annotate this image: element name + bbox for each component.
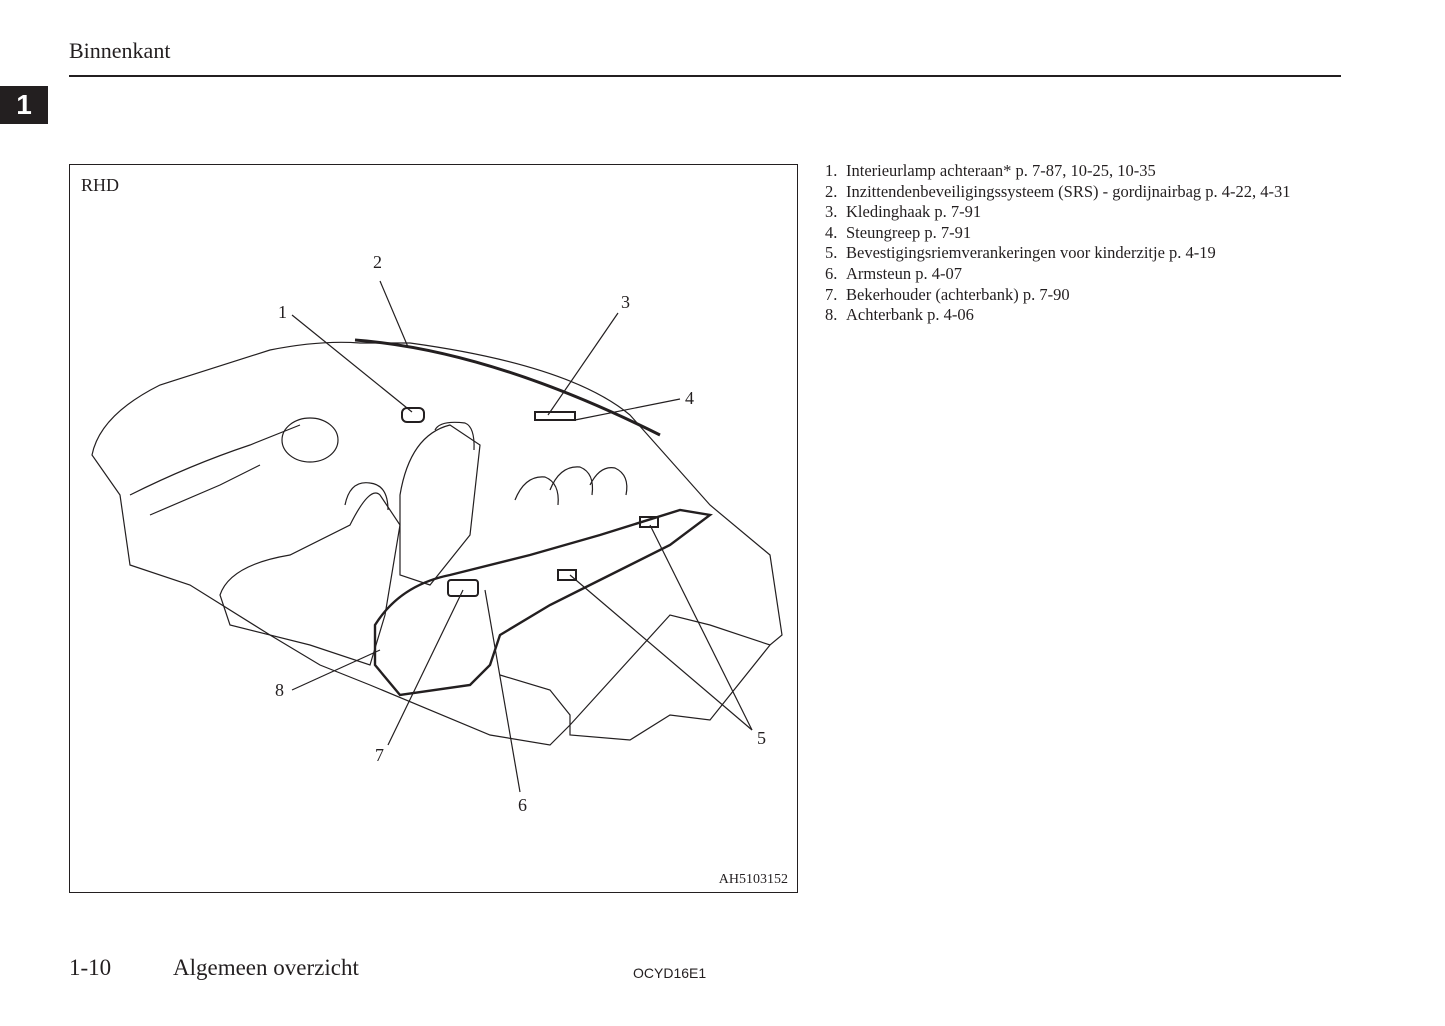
- legend-text: Kledinghaak p. 7-91: [846, 202, 982, 222]
- figure-code: AH5103152: [718, 872, 788, 887]
- chapter-tab: 1: [0, 86, 48, 124]
- page-header-title: Binnenkant: [69, 38, 171, 63]
- legend-number: 3.: [825, 202, 838, 222]
- legend-item: 7. Bekerhouder (achterbank) p. 7-90: [825, 285, 1315, 306]
- legend-text: Bekerhouder (achterbank) p. 7-90: [846, 284, 1070, 304]
- legend-number: 6.: [825, 263, 838, 283]
- legend-number: 8.: [825, 305, 838, 325]
- legend-text: Armsteun p. 4-07: [846, 263, 962, 283]
- interior-diagram: RHD: [69, 164, 798, 893]
- legend-text: Interieurlamp achteraan* p. 7-87, 10-25,…: [846, 161, 1156, 180]
- figure-label: RHD: [81, 175, 120, 195]
- legend-item: 2. Inzittendenbeveiligingssysteem (SRS) -…: [825, 182, 1315, 203]
- legend-text: Inzittendenbeveiligingssysteem (SRS) - g…: [846, 181, 1291, 201]
- legend-list: 1. Interieurlamp achteraan* p. 7-87, 10-2…: [825, 161, 1315, 326]
- callout-5: 5: [757, 728, 766, 748]
- legend-item: 3. Kledinghaak p. 7-91: [825, 202, 1315, 223]
- callout-4: 4: [685, 388, 694, 408]
- callout-3: 3: [621, 292, 630, 312]
- legend-item: 6. Armsteun p. 4-07: [825, 264, 1315, 285]
- legend-number: 5.: [825, 243, 838, 263]
- legend-text: Steungreep p. 7-91: [846, 222, 972, 242]
- page-number: 1-10: [69, 955, 112, 980]
- legend-number: 1.: [825, 161, 838, 180]
- legend-number: 4.: [825, 222, 838, 242]
- legend-text: Bevestigingsriemverankeringen voor kinde…: [846, 243, 1216, 263]
- section-title: Algemeen overzicht: [173, 955, 359, 980]
- legend-item: 8. Achterbank p. 4-06: [825, 305, 1315, 326]
- callout-6: 6: [518, 795, 527, 815]
- callout-2: 2: [373, 252, 382, 272]
- legend-number: 2.: [825, 181, 838, 201]
- legend-item: 4. Steungreep p. 7-91: [825, 223, 1315, 244]
- callout-7: 7: [375, 745, 384, 765]
- legend-text: Achterbank p. 4-06: [846, 305, 974, 325]
- legend-item: 1. Interieurlamp achteraan* p. 7-87, 10-2…: [825, 161, 1315, 182]
- callout-8: 8: [275, 680, 284, 700]
- document-code: OCYD16E1: [633, 965, 707, 981]
- legend-item: 5. Bevestigingsriemverankeringen voor kin…: [825, 243, 1315, 264]
- header-divider: [69, 75, 1341, 77]
- callout-1: 1: [278, 302, 287, 322]
- legend-number: 7.: [825, 284, 838, 304]
- car-interior-illustration: [91, 280, 783, 793]
